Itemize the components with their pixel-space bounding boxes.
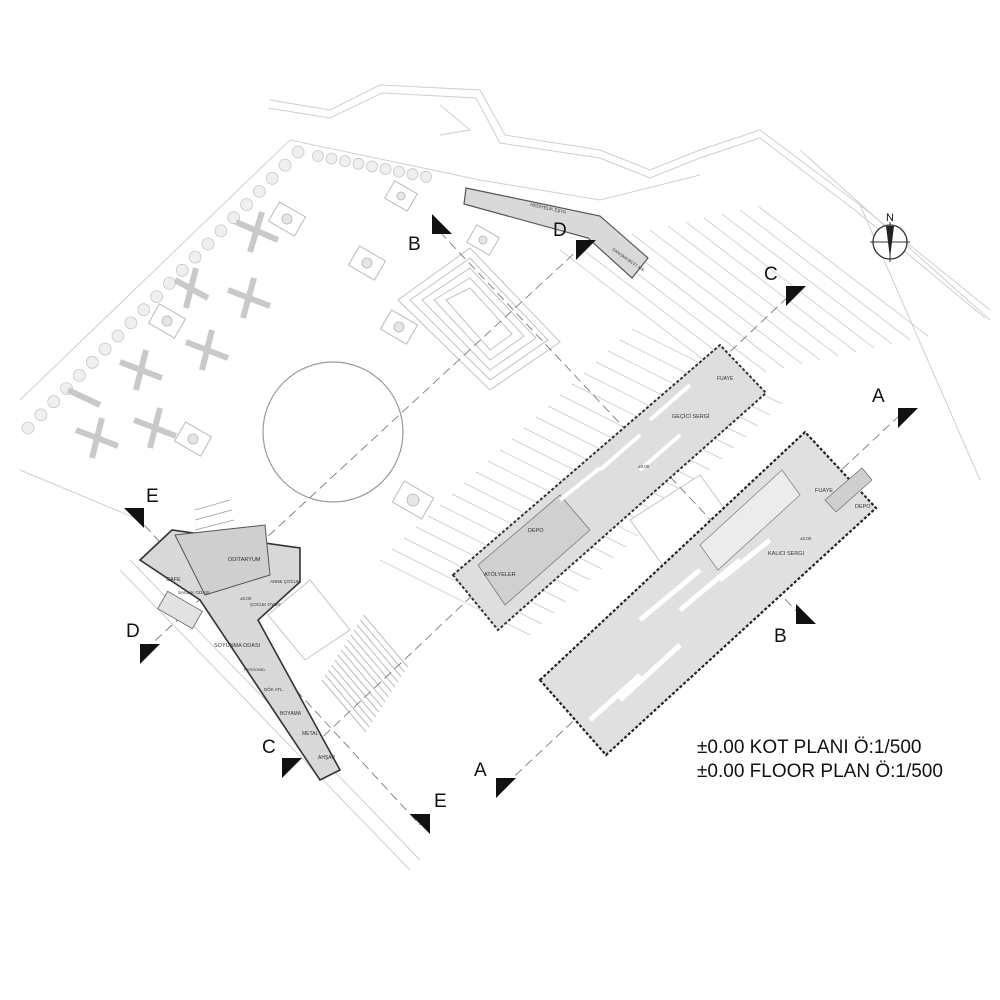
building-gift-shop: HEDİYELİK EŞYA DANIŞMA BİLET KİR. <box>463 187 649 279</box>
tree <box>214 224 228 238</box>
tree <box>175 263 189 277</box>
svg-text:±0.00: ±0.00 <box>800 536 812 541</box>
stripe <box>331 664 376 718</box>
tree <box>366 160 378 173</box>
stripe <box>344 644 389 698</box>
tree <box>73 368 86 382</box>
stair-block <box>321 614 408 733</box>
svg-text:DEPO: DEPO <box>855 504 871 510</box>
stripe <box>360 619 405 673</box>
tree <box>21 421 35 435</box>
tree <box>325 152 338 165</box>
tree <box>252 184 266 198</box>
north-arrow: N <box>870 212 910 262</box>
planter-shrubs <box>161 191 488 507</box>
stripe <box>739 209 911 341</box>
tree <box>47 395 61 409</box>
svg-text:CAFE: CAFE <box>166 577 181 583</box>
svg-text:KALICI SERGİ: KALICI SERGİ <box>768 550 805 557</box>
svg-text:AHŞAP: AHŞAP <box>318 755 336 761</box>
tree <box>291 145 305 159</box>
tree <box>339 155 351 168</box>
tree <box>150 290 164 304</box>
svg-text:METAL: METAL <box>302 731 319 737</box>
tree <box>406 168 419 181</box>
tree <box>111 329 125 343</box>
stepped-square <box>397 247 561 391</box>
svg-text:B: B <box>408 234 421 255</box>
stripe <box>721 213 893 345</box>
tree <box>188 250 202 264</box>
svg-text:SOYUNMA ODASI: SOYUNMA ODASI <box>214 643 261 649</box>
stripe <box>340 649 386 703</box>
svg-text:A: A <box>474 760 487 781</box>
tree <box>137 303 151 317</box>
stripe <box>559 249 731 381</box>
stripe <box>703 217 875 349</box>
stripe <box>347 639 392 693</box>
svg-text:DÖK ATL.: DÖK ATL. <box>264 686 284 692</box>
tree <box>393 165 405 178</box>
tree <box>265 171 279 185</box>
stripe <box>363 614 408 668</box>
tree <box>162 276 176 290</box>
svg-text:±0.00: ±0.00 <box>240 596 252 601</box>
stripe <box>334 659 380 713</box>
stripe <box>337 654 383 708</box>
svg-text:A: A <box>872 386 885 407</box>
svg-text:D: D <box>126 621 140 642</box>
tree <box>85 355 99 369</box>
tree <box>278 158 292 172</box>
svg-text:D: D <box>553 220 567 241</box>
svg-text:E: E <box>434 791 447 812</box>
building-temporary-exhibition: FUAYE GEÇİCİ SERGİ DEPO ATÖLYELER ±0.00 <box>451 343 768 632</box>
svg-text:GEÇİCİ SERGİ: GEÇİCİ SERGİ <box>672 413 710 420</box>
svg-text:N: N <box>886 212 894 224</box>
svg-text:C: C <box>262 737 276 758</box>
tree <box>124 316 138 330</box>
tree <box>379 163 392 175</box>
tree-row <box>21 145 432 435</box>
stripe <box>667 225 839 357</box>
stripe <box>353 629 399 683</box>
plan-title-turkish: ±0.00 KOT PLANI Ö:1/500 <box>697 737 922 758</box>
stripe <box>356 624 402 678</box>
svg-text:SAĞLIK ODASI: SAĞLIK ODASI <box>178 589 210 595</box>
svg-text:B: B <box>774 626 787 647</box>
svg-text:FUAYE: FUAYE <box>717 376 734 382</box>
tree <box>352 157 365 170</box>
tree <box>240 198 254 212</box>
plan-title-english: ±0.00 FLOOR PLAN Ö:1/500 <box>697 761 943 782</box>
section-markers: A A B B C C D D E E <box>124 214 918 834</box>
svg-text:ANNE ÇOCUK: ANNE ÇOCUK <box>270 579 300 584</box>
svg-text:±0.00: ±0.00 <box>638 464 650 469</box>
svg-text:FUAYE: FUAYE <box>815 488 833 494</box>
tree <box>201 237 215 251</box>
stripe <box>631 233 803 365</box>
svg-text:PERSONEL: PERSONEL <box>244 667 267 672</box>
stripe <box>649 229 821 361</box>
building-permanent-exhibition: FUAYE DEPO KALICI SERGİ ±0.00 <box>538 430 878 757</box>
tree <box>34 408 48 422</box>
svg-text:C: C <box>764 264 778 285</box>
stripe <box>328 669 373 723</box>
svg-text:E: E <box>146 486 159 507</box>
stripe <box>324 674 370 728</box>
stripe <box>321 679 367 733</box>
stripe <box>350 634 396 688</box>
stripe <box>685 221 857 353</box>
tree <box>420 170 432 183</box>
landscape-crosses <box>66 211 280 459</box>
building-auditorium-wing: ODİTARYUM CAFE SAĞLIK ODASI ANNE ÇOCUK Ç… <box>138 499 342 782</box>
stripe <box>757 205 929 337</box>
svg-text:ÇOCUK OYUN: ÇOCUK OYUN <box>250 602 281 607</box>
svg-text:DEPO: DEPO <box>528 528 544 534</box>
svg-text:ATÖLYELER: ATÖLYELER <box>484 571 516 578</box>
svg-text:ODİTARYUM: ODİTARYUM <box>228 556 261 563</box>
tree <box>312 150 324 162</box>
svg-text:BOYAMA: BOYAMA <box>280 711 302 717</box>
circular-plaza <box>262 361 404 503</box>
tree <box>98 342 112 356</box>
